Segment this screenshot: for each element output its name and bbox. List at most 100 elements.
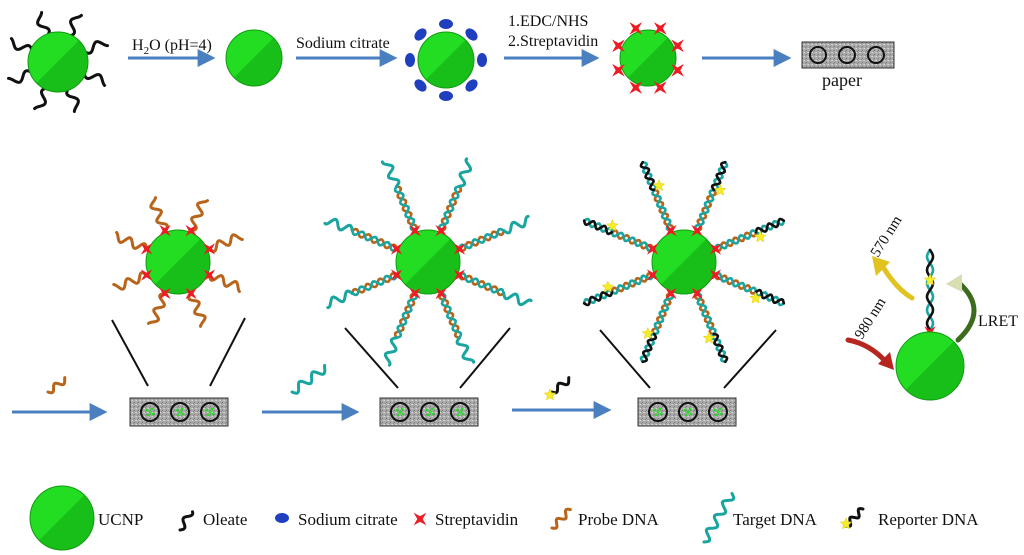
- streptavidin-mark: [665, 224, 677, 237]
- target-dna-overhang: [323, 217, 354, 233]
- legend-label-oleate: Oleate: [203, 510, 247, 529]
- reporter-label-mark: [641, 326, 655, 340]
- probe-target-duplex: [610, 229, 654, 252]
- emission-arrowhead: [872, 256, 890, 276]
- ucnp-oleate-coated: [27, 31, 89, 93]
- step3-label-line1: 1.EDC/NHS: [508, 13, 588, 30]
- streptavidin-mark: [629, 22, 643, 35]
- dna-strand: [610, 272, 654, 294]
- probe-target-duplex: [350, 272, 398, 297]
- streptavidin-mark: [159, 224, 171, 237]
- probe-dna-strand: [189, 199, 209, 233]
- target-reporter-duplex: [582, 217, 614, 236]
- paper-label: paper: [822, 70, 862, 90]
- streptavidin-mark: [409, 287, 421, 300]
- probe-target-duplex: [458, 272, 506, 297]
- lret-ucnp: [895, 331, 965, 401]
- top-row-particles: [7, 11, 684, 113]
- strip-well: [678, 402, 698, 422]
- dna-strand: [754, 219, 786, 236]
- stage-target: [323, 157, 533, 367]
- target-dna-overhang: [502, 291, 533, 307]
- target-reporter-duplex: [639, 332, 658, 364]
- probe-target-duplex: [694, 188, 717, 232]
- dna-strand: [350, 227, 398, 251]
- ucnp-citrate-coated: [417, 31, 475, 89]
- dna-strand: [754, 290, 786, 307]
- streptavidin-mark: [709, 269, 722, 281]
- probe-target-duplex: [438, 184, 463, 232]
- streptavidin-mark: [612, 39, 625, 53]
- oleate-ligand: [7, 69, 34, 84]
- reporter-label-reagent: [543, 388, 557, 401]
- target-dna-overhang: [457, 157, 473, 188]
- probe-target-duplex: [458, 227, 506, 252]
- legend-label-probe-dna: Probe DNA: [578, 510, 659, 529]
- probe-dna-strand: [207, 233, 244, 253]
- probe-dna-strand: [187, 291, 207, 328]
- probe-dna-strand: [115, 231, 149, 251]
- probe-target-duplex: [651, 292, 674, 336]
- streptavidin-mark: [671, 39, 684, 53]
- excitation-arrowhead: [878, 352, 894, 370]
- reporter-label-mark: [702, 331, 716, 344]
- lret-duplex: [925, 248, 935, 332]
- streptavidin-mark: [203, 269, 216, 281]
- step2-label: Sodium citrate: [296, 35, 390, 52]
- target-reporter-duplex: [582, 288, 614, 307]
- oleate-ligand: [65, 86, 80, 113]
- dna-strand: [641, 160, 658, 192]
- target-dna-overhang: [455, 336, 476, 364]
- streptavidin-mark: [435, 224, 447, 237]
- streptavidin-mark: [646, 243, 659, 255]
- sodium-citrate-mark: [465, 28, 478, 41]
- probe-target-duplex: [393, 184, 418, 232]
- probe-target-duplex: [350, 227, 398, 252]
- streptavidin-mark: [691, 224, 703, 237]
- step1-label: H2O (pH=4): [132, 37, 212, 57]
- dna-strand: [439, 184, 463, 232]
- target-reporter-duplex: [754, 288, 786, 307]
- oleate-ligand: [33, 86, 49, 111]
- streptavidin-mark: [709, 243, 722, 255]
- reporter-dna-icon: [844, 507, 865, 528]
- probe-target-duplex: [438, 292, 463, 340]
- streptavidin-icon: [413, 512, 427, 526]
- probe-target-duplex: [393, 292, 418, 340]
- dna-strand: [393, 292, 417, 340]
- dna-strand: [582, 217, 614, 234]
- oleate-ligand: [82, 71, 107, 87]
- sodium-citrate-mark: [405, 53, 415, 67]
- probe-target-duplex: [714, 272, 758, 295]
- streptavidin-mark: [185, 287, 197, 300]
- strip-well: [708, 402, 728, 422]
- dna-strand: [610, 229, 654, 251]
- sodium-citrate-mark: [477, 53, 487, 67]
- streptavidin-mark: [665, 287, 677, 300]
- emission-label: 570 nm: [868, 213, 906, 260]
- oleate-ligand: [67, 13, 83, 38]
- probe-target-duplex: [694, 292, 717, 336]
- dna-strand: [651, 292, 673, 336]
- dna-strand: [395, 184, 418, 232]
- sodium-citrate-icon: [275, 513, 289, 523]
- target-reporter-duplex: [710, 160, 729, 192]
- reporter-label-mark: [606, 219, 619, 232]
- legend: [29, 485, 865, 551]
- target-reporter-duplex: [754, 217, 786, 236]
- dna-strand: [710, 332, 727, 364]
- strip-well: [170, 402, 190, 422]
- dna-strand: [714, 273, 758, 295]
- streptavidin-mark: [159, 287, 171, 300]
- oleate-icon: [178, 510, 195, 532]
- target-dna-overhang: [502, 214, 530, 235]
- streptavidin-mark: [185, 224, 197, 237]
- legend-label-ucnp: UCNP: [98, 510, 143, 529]
- streptavidin-mark: [646, 269, 659, 281]
- probe-dna-strand: [112, 271, 149, 291]
- target-reporter-duplex: [710, 332, 729, 364]
- reporter-label-mark: [753, 230, 767, 243]
- target-dna-overhang: [383, 336, 399, 367]
- dna-strand: [712, 160, 729, 192]
- legend-label-sodium-citrate: Sodium citrate: [298, 510, 398, 529]
